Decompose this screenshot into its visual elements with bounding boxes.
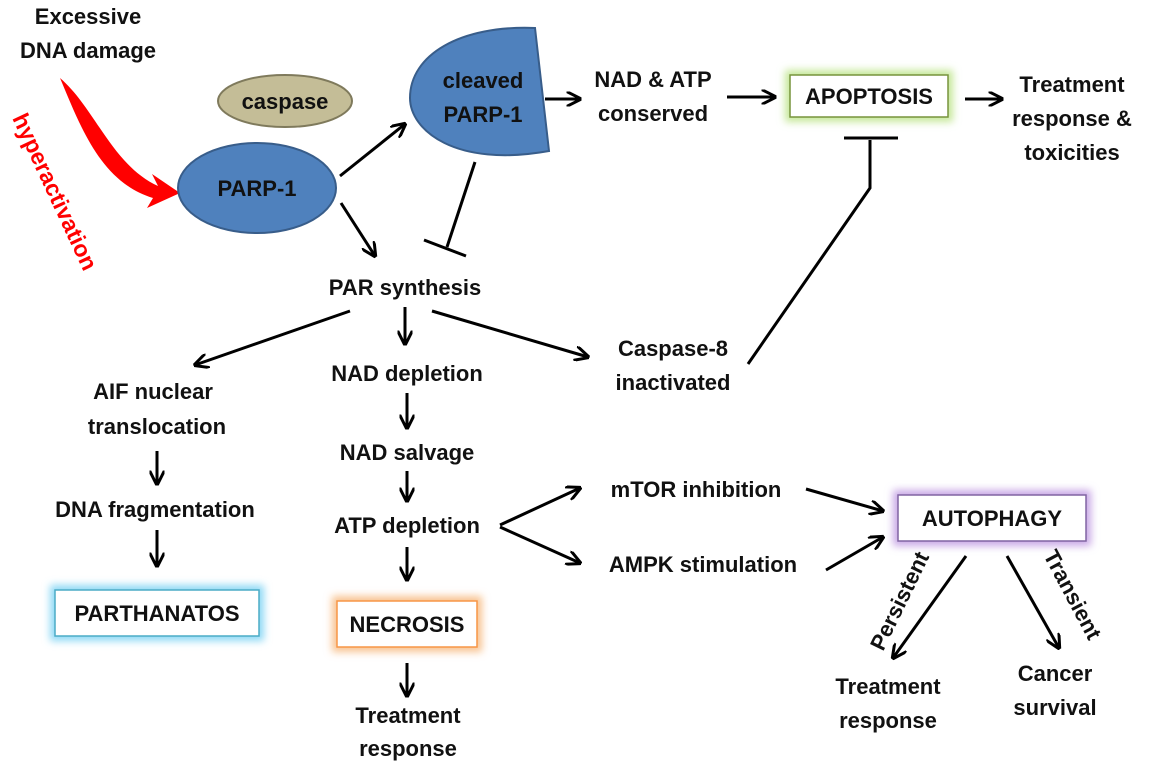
cleaved-parp1-label-1: cleaved bbox=[443, 68, 524, 93]
arrow-atp-to-ampk bbox=[499, 525, 580, 563]
dna-fragmentation-label: DNA fragmentation bbox=[55, 497, 255, 522]
apoptosis-label: APOPTOSIS bbox=[805, 84, 933, 109]
nad-atp-conserved-line-1: NAD & ATP bbox=[594, 67, 711, 92]
caspase8-line-2: inactivated bbox=[616, 370, 731, 395]
treatment-response-necrosis-line-1: Treatment bbox=[355, 703, 461, 728]
treatment-response-autophagy-line-1: Treatment bbox=[835, 674, 941, 699]
arrow-parp1-to-par-synthesis bbox=[339, 202, 375, 256]
caspase-label: caspase bbox=[242, 89, 329, 114]
cancer-survival-line-2: survival bbox=[1013, 695, 1096, 720]
persistent-label: Persistent bbox=[865, 547, 934, 654]
nad-salvage-label: NAD salvage bbox=[340, 440, 475, 465]
parp1-label: PARP-1 bbox=[217, 176, 296, 201]
aif-line-1: AIF nuclear bbox=[93, 379, 213, 404]
nad-atp-conserved-line-2: conserved bbox=[598, 101, 708, 126]
treatment-toxicities-line-3: toxicities bbox=[1024, 140, 1119, 165]
arrow-parp1-to-cleaved bbox=[339, 124, 405, 178]
title-line-2: DNA damage bbox=[20, 38, 156, 63]
par-synthesis-label: PAR synthesis bbox=[329, 275, 481, 300]
ampk-label: AMPK stimulation bbox=[609, 552, 797, 577]
arrow-autophagy-to-treatment bbox=[893, 555, 968, 658]
autophagy-box bbox=[897, 494, 1087, 542]
caspase8-line-1: Caspase-8 bbox=[618, 336, 728, 361]
arrow-mtor-to-autophagy bbox=[805, 487, 883, 511]
treatment-response-autophagy-line-2: response bbox=[839, 708, 937, 733]
treatment-response-necrosis-line-2: response bbox=[359, 736, 457, 761]
parthanatos-label: PARTHANATOS bbox=[75, 601, 240, 626]
nad-depletion-label: NAD depletion bbox=[331, 361, 483, 386]
arrow-par-to-aif bbox=[195, 309, 351, 365]
inhibit-caspase8-to-apoptosis bbox=[746, 140, 872, 365]
title-line-1: Excessive bbox=[35, 4, 141, 29]
treatment-toxicities-line-1: Treatment bbox=[1019, 72, 1125, 97]
arrow-ampk-to-autophagy bbox=[825, 537, 883, 572]
necrosis-label: NECROSIS bbox=[350, 612, 465, 637]
parp1-node bbox=[177, 142, 337, 234]
caspase-node bbox=[217, 74, 353, 128]
cleaved-parp1-label-2: PARP-1 bbox=[443, 102, 522, 127]
arrow-autophagy-to-survival bbox=[1005, 555, 1059, 648]
hyperactivation-arrow bbox=[60, 78, 180, 208]
parthanatos-box bbox=[54, 589, 260, 637]
cleaved-parp1-node bbox=[408, 26, 551, 157]
cancer-survival-line-1: Cancer bbox=[1018, 661, 1093, 686]
aif-line-2: translocation bbox=[88, 414, 226, 439]
atp-depletion-label: ATP depletion bbox=[334, 513, 480, 538]
apoptosis-box bbox=[789, 74, 949, 118]
treatment-toxicities-line-2: response & bbox=[1012, 106, 1132, 131]
inhibit-cleaved-to-par bbox=[445, 161, 477, 248]
inhibit-cleaved-bar bbox=[423, 238, 467, 258]
mtor-label: mTOR inhibition bbox=[611, 477, 782, 502]
necrosis-box bbox=[336, 600, 478, 648]
arrow-par-to-caspase8 bbox=[431, 309, 588, 357]
autophagy-label: AUTOPHAGY bbox=[922, 506, 1062, 531]
arrow-atp-to-mtor bbox=[499, 488, 580, 527]
